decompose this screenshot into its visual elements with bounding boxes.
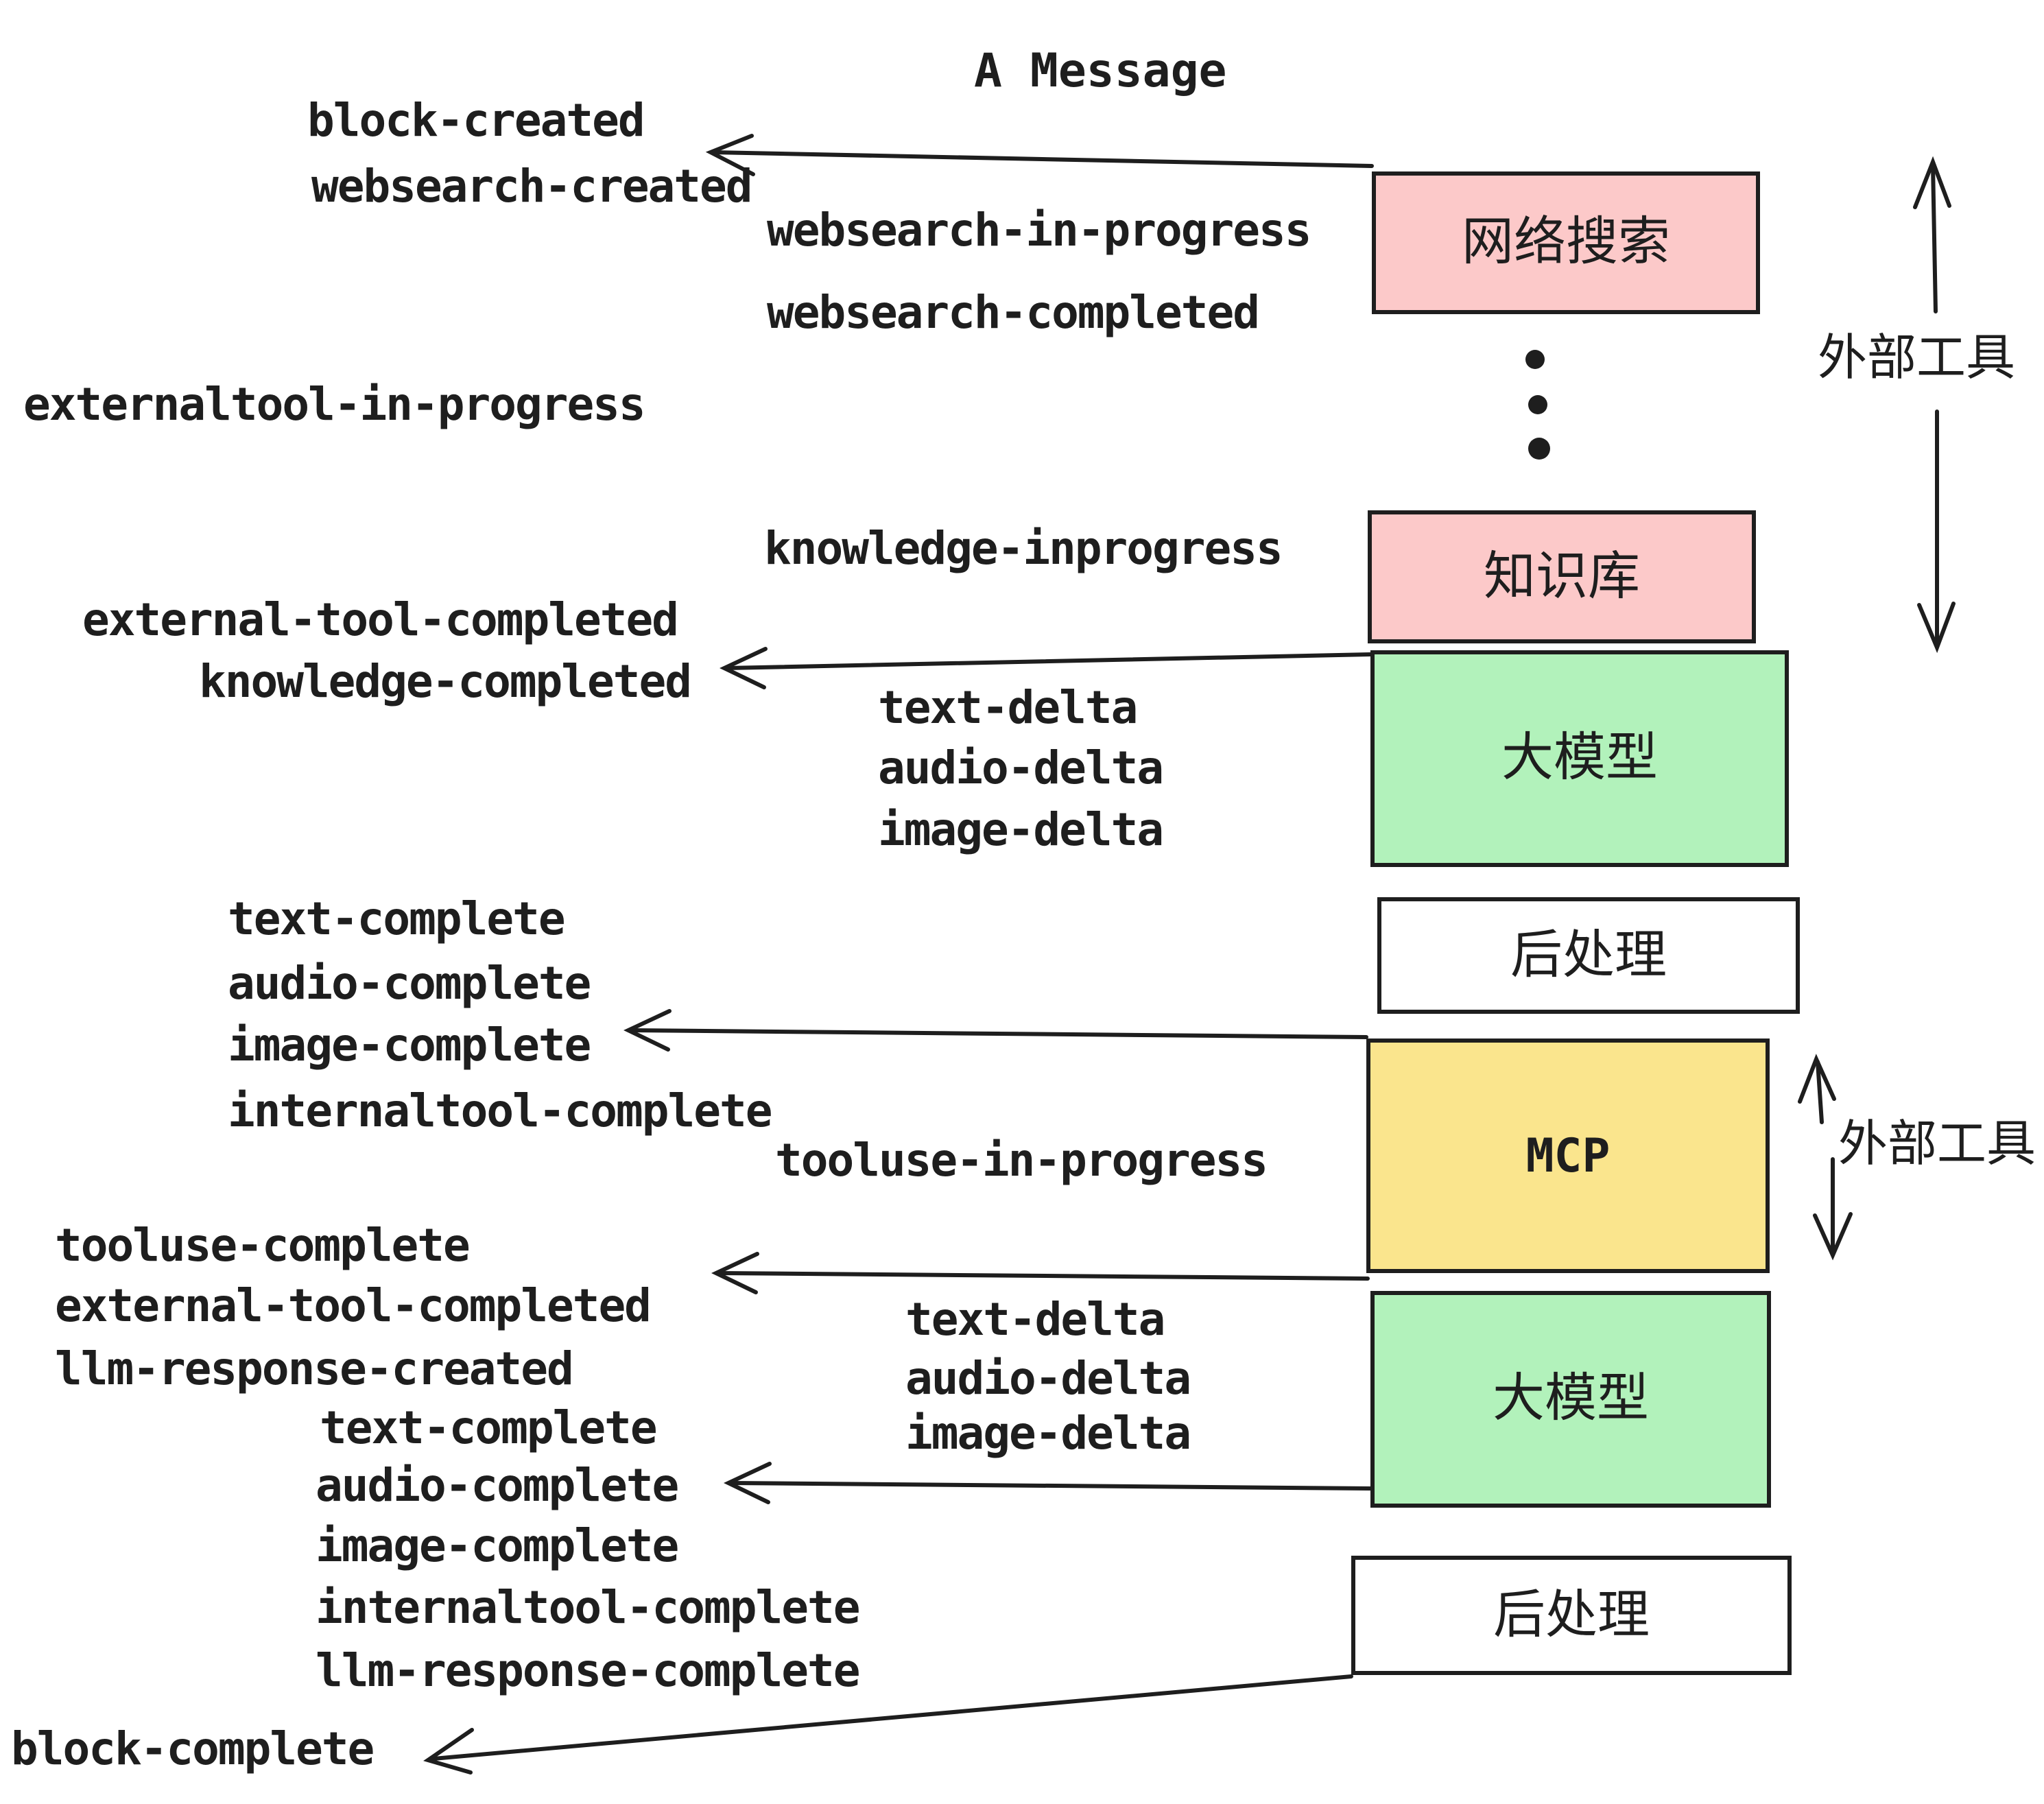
- event-image-complete-2: image-complete: [316, 1519, 679, 1572]
- box-postprocess-2-label: 后处理: [1493, 1587, 1650, 1644]
- box-postprocess-2: 后处理: [1351, 1556, 1792, 1675]
- box-websearch-label: 网络搜索: [1461, 214, 1670, 272]
- event-knowledge-inprogress: knowledge-inprogress: [764, 521, 1283, 575]
- box-postprocess-1: 后处理: [1377, 897, 1800, 1014]
- box-websearch: 网络搜索: [1372, 171, 1760, 314]
- event-tooluse-in-progress: tooluse-in-progress: [775, 1133, 1268, 1187]
- event-externaltool-in-progress: externaltool-in-progress: [23, 377, 646, 431]
- box-mcp: MCP: [1366, 1039, 1770, 1273]
- external-tools-label-upper: 外部工具: [1818, 329, 2016, 385]
- event-text-complete-2: text-complete: [320, 1401, 658, 1454]
- box-llm-1: 大模型: [1370, 650, 1789, 867]
- event-external-tool-completed-2: external-tool-completed: [55, 1279, 652, 1332]
- box-llm-2: 大模型: [1370, 1291, 1771, 1508]
- external-tools-label-lower: 外部工具: [1838, 1115, 2036, 1172]
- event-audio-delta-2: audio-delta: [905, 1351, 1191, 1405]
- event-llm-response-complete: llm-response-complete: [316, 1643, 860, 1697]
- diagram-title: A Message: [974, 44, 1227, 99]
- event-audio-complete-2: audio-complete: [316, 1458, 679, 1512]
- event-image-delta-1: image-delta: [878, 803, 1164, 856]
- event-audio-complete-1: audio-complete: [228, 956, 591, 1010]
- event-tooluse-complete: tooluse-complete: [55, 1218, 471, 1272]
- event-text-delta-2: text-delta: [905, 1292, 1165, 1346]
- box-knowledge: 知识库: [1368, 510, 1756, 643]
- event-external-tool-completed-1: external-tool-completed: [82, 593, 679, 646]
- event-internaltool-complete-2: internaltool-complete: [316, 1580, 860, 1634]
- event-websearch-in-progress: websearch-in-progress: [767, 203, 1311, 257]
- event-llm-response-created: llm-response-created: [55, 1342, 574, 1395]
- event-text-delta-1: text-delta: [878, 680, 1138, 734]
- event-websearch-created: websearch-created: [311, 159, 753, 213]
- box-llm-2-label: 大模型: [1492, 1370, 1649, 1428]
- event-text-complete-1: text-complete: [228, 892, 566, 945]
- event-audio-delta-1: audio-delta: [878, 741, 1164, 794]
- box-mcp-label: MCP: [1525, 1128, 1611, 1183]
- event-image-complete-1: image-complete: [228, 1018, 591, 1071]
- event-internaltool-complete-1: internaltool-complete: [228, 1084, 772, 1137]
- event-block-created: block-created: [307, 93, 645, 147]
- box-postprocess-1-label: 后处理: [1510, 927, 1667, 984]
- box-knowledge-label: 知识库: [1483, 548, 1640, 606]
- event-block-complete: block-complete: [11, 1722, 375, 1775]
- box-llm-1-label: 大模型: [1501, 730, 1658, 787]
- event-image-delta-2: image-delta: [905, 1406, 1191, 1460]
- event-knowledge-completed: knowledge-completed: [199, 654, 692, 708]
- event-websearch-completed: websearch-completed: [767, 285, 1260, 339]
